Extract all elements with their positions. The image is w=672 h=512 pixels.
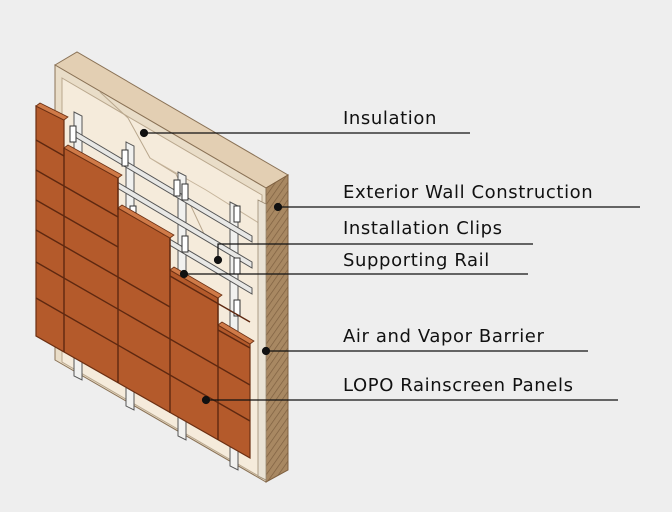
callout-dot	[261, 346, 271, 356]
installation-clip	[181, 183, 189, 201]
callout-dot	[179, 269, 189, 279]
wall-side-face	[265, 174, 289, 483]
installation-clip	[233, 299, 241, 317]
rainscreen-panels-label: LOPO Rainscreen Panels	[343, 375, 574, 396]
rainscreen-panel-edge	[217, 321, 255, 345]
rainscreen-panel-edge	[63, 144, 123, 179]
insulation-label: Insulation	[343, 108, 438, 129]
installation-clips-label: Installation Clips	[343, 218, 503, 239]
installation-clip	[233, 205, 241, 223]
installation-clip	[233, 257, 241, 275]
installation-clip	[181, 235, 189, 253]
callout-dot	[139, 128, 149, 138]
supporting-rail-label: Supporting Rail	[343, 250, 490, 271]
exterior-wall-construction-label: Exterior Wall Construction	[343, 182, 594, 203]
air-vapor-barrier	[257, 199, 267, 481]
insulation-fold-line-2	[149, 157, 263, 226]
air-vapor-barrier-label: Air and Vapor Barrier	[343, 326, 545, 347]
installation-clip	[173, 179, 181, 197]
installation-clip	[69, 125, 77, 143]
installation-clip	[121, 149, 129, 167]
rainscreen-panel-edge	[117, 204, 175, 239]
rainscreen-panel-edge	[35, 102, 69, 121]
callout-dot	[201, 395, 211, 405]
leader-lines	[139, 128, 640, 405]
callout-dot	[273, 202, 283, 212]
callout-dot	[213, 255, 223, 265]
